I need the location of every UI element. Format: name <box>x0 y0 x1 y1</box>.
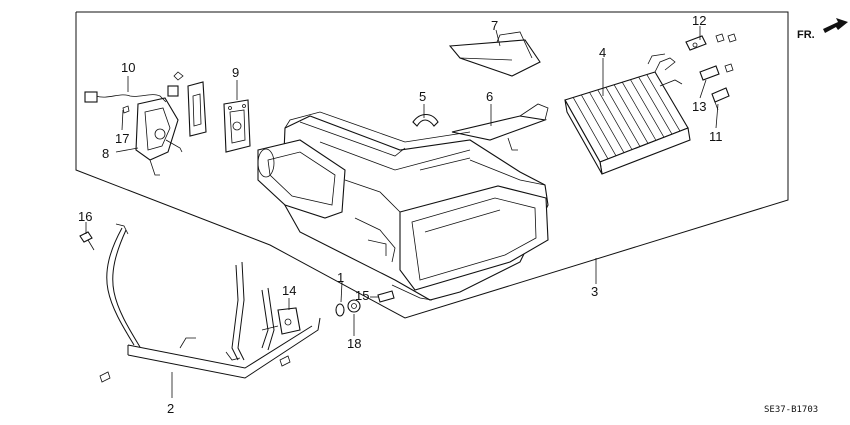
core-fin-line <box>638 76 673 135</box>
part-17-screw <box>122 105 130 114</box>
core-fin-line <box>646 74 681 132</box>
callout-15: 15 <box>355 288 369 303</box>
part-4-heater-core <box>564 53 691 175</box>
callout-12: 12 <box>692 13 706 28</box>
callout-6: 6 <box>486 89 493 104</box>
callout-17: 17 <box>115 131 129 146</box>
part-18-nut <box>347 299 361 313</box>
assembly-boundary <box>75 11 789 319</box>
part-13-clamp <box>699 63 734 81</box>
callout-4: 4 <box>599 45 606 60</box>
part-12-clamp <box>685 33 725 51</box>
core-fin-line <box>630 79 665 138</box>
core-fin-line <box>589 92 625 153</box>
part-14-bracket <box>261 307 301 335</box>
callout-16: 16 <box>78 209 92 224</box>
callout-18: 18 <box>347 336 361 351</box>
leader-lines <box>85 26 719 398</box>
callout-13: 13 <box>692 99 706 114</box>
core-fin-line <box>581 94 617 156</box>
drawing-code: SE37-B1703 <box>764 405 818 415</box>
callout-14: 14 <box>282 283 296 298</box>
part-10-bracket <box>187 81 207 137</box>
part-11-clamp <box>711 87 730 111</box>
callouts: 1 2 3 4 5 6 7 8 9 10 11 12 13 14 15 16 1… <box>78 13 723 416</box>
part-6-plate <box>451 103 549 151</box>
part-3-heater-housing <box>257 111 549 301</box>
part-15-screw <box>377 290 395 303</box>
callout-10: 10 <box>121 60 135 75</box>
core-fin-line <box>621 82 657 141</box>
core-fin-line <box>597 89 633 150</box>
part-8-actuator <box>84 71 184 176</box>
direction-label: FR. <box>797 29 815 41</box>
callout-11: 11 <box>709 129 723 144</box>
front-arrow-icon <box>823 18 848 33</box>
part-16-bolt <box>79 231 95 251</box>
part-9-mount-plate <box>223 99 251 153</box>
part-7-lid <box>448 31 541 77</box>
callout-8: 8 <box>102 146 109 161</box>
part-5-clip <box>412 113 439 127</box>
callout-1: 1 <box>337 270 344 285</box>
front-direction-indicator: FR. <box>797 18 848 41</box>
misc-screws <box>99 33 737 383</box>
core-fin-line <box>613 84 649 144</box>
callout-5: 5 <box>419 89 426 104</box>
callout-7: 7 <box>491 18 498 33</box>
core-fin-line <box>572 97 609 160</box>
core-fin-line <box>605 87 641 147</box>
callout-2: 2 <box>167 401 174 416</box>
part-2-mount-frame <box>106 223 321 379</box>
callout-3: 3 <box>591 284 598 299</box>
part-1-fastener <box>335 303 345 317</box>
callout-9: 9 <box>232 65 239 80</box>
